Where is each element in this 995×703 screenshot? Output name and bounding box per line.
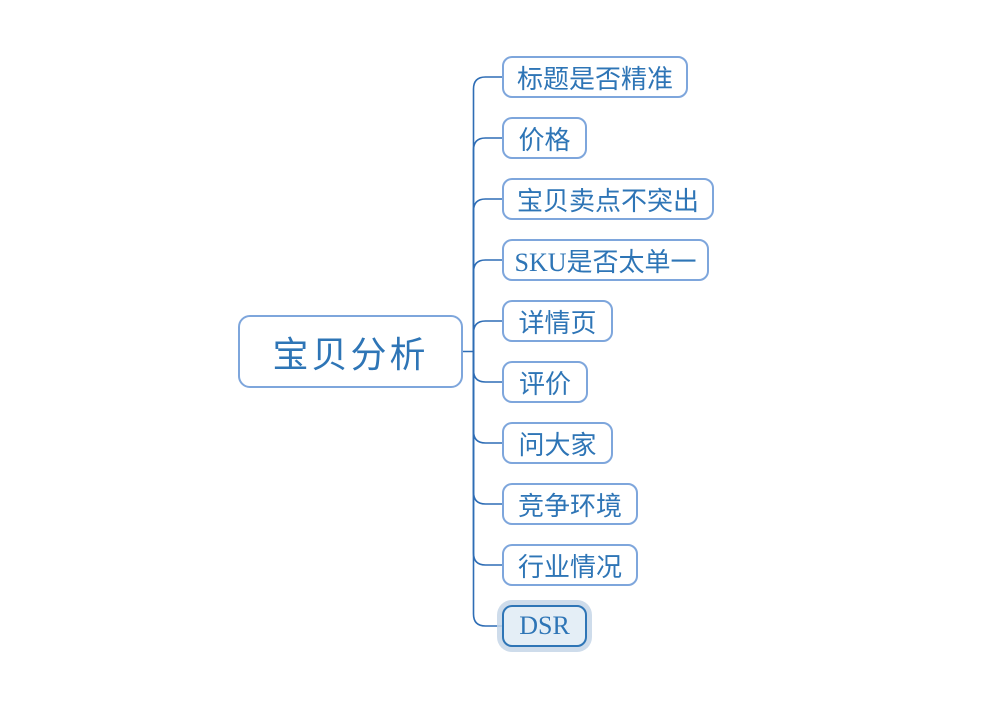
mindmap-node-industry-status[interactable]: 行业情况 <box>502 544 638 586</box>
node-label: 评价 <box>518 369 571 399</box>
mindmap-node-title-accuracy[interactable]: 标题是否精准 <box>502 56 688 98</box>
node-label: 行业情况 <box>517 552 622 582</box>
node-label: 标题是否精准 <box>516 64 673 94</box>
node-label: 详情页 <box>518 308 597 338</box>
node-label: SKU是否太单一 <box>514 247 697 277</box>
mindmap-node-ask-everyone[interactable]: 问大家 <box>502 422 613 464</box>
node-label: 宝贝卖点不突出 <box>516 186 699 216</box>
mindmap-node-price[interactable]: 价格 <box>502 117 587 159</box>
node-label: 竞争环境 <box>517 491 622 521</box>
root-node-label: 宝贝分析 <box>272 334 429 375</box>
mindmap-node-detail-page[interactable]: 详情页 <box>502 300 613 342</box>
node-label: 问大家 <box>518 430 597 460</box>
node-label: 价格 <box>518 125 571 155</box>
mindmap-node-reviews[interactable]: 评价 <box>502 361 588 403</box>
mindmap-node-sku-variety[interactable]: SKU是否太单一 <box>502 239 709 281</box>
node-label: DSR <box>519 611 570 640</box>
mindmap-node-dsr[interactable]: DSR <box>502 605 587 647</box>
mindmap-node-selling-points[interactable]: 宝贝卖点不突出 <box>502 178 714 220</box>
mindmap-node-competition[interactable]: 竞争环境 <box>502 483 638 525</box>
root-node-product-analysis[interactable]: 宝贝分析 <box>238 315 463 388</box>
